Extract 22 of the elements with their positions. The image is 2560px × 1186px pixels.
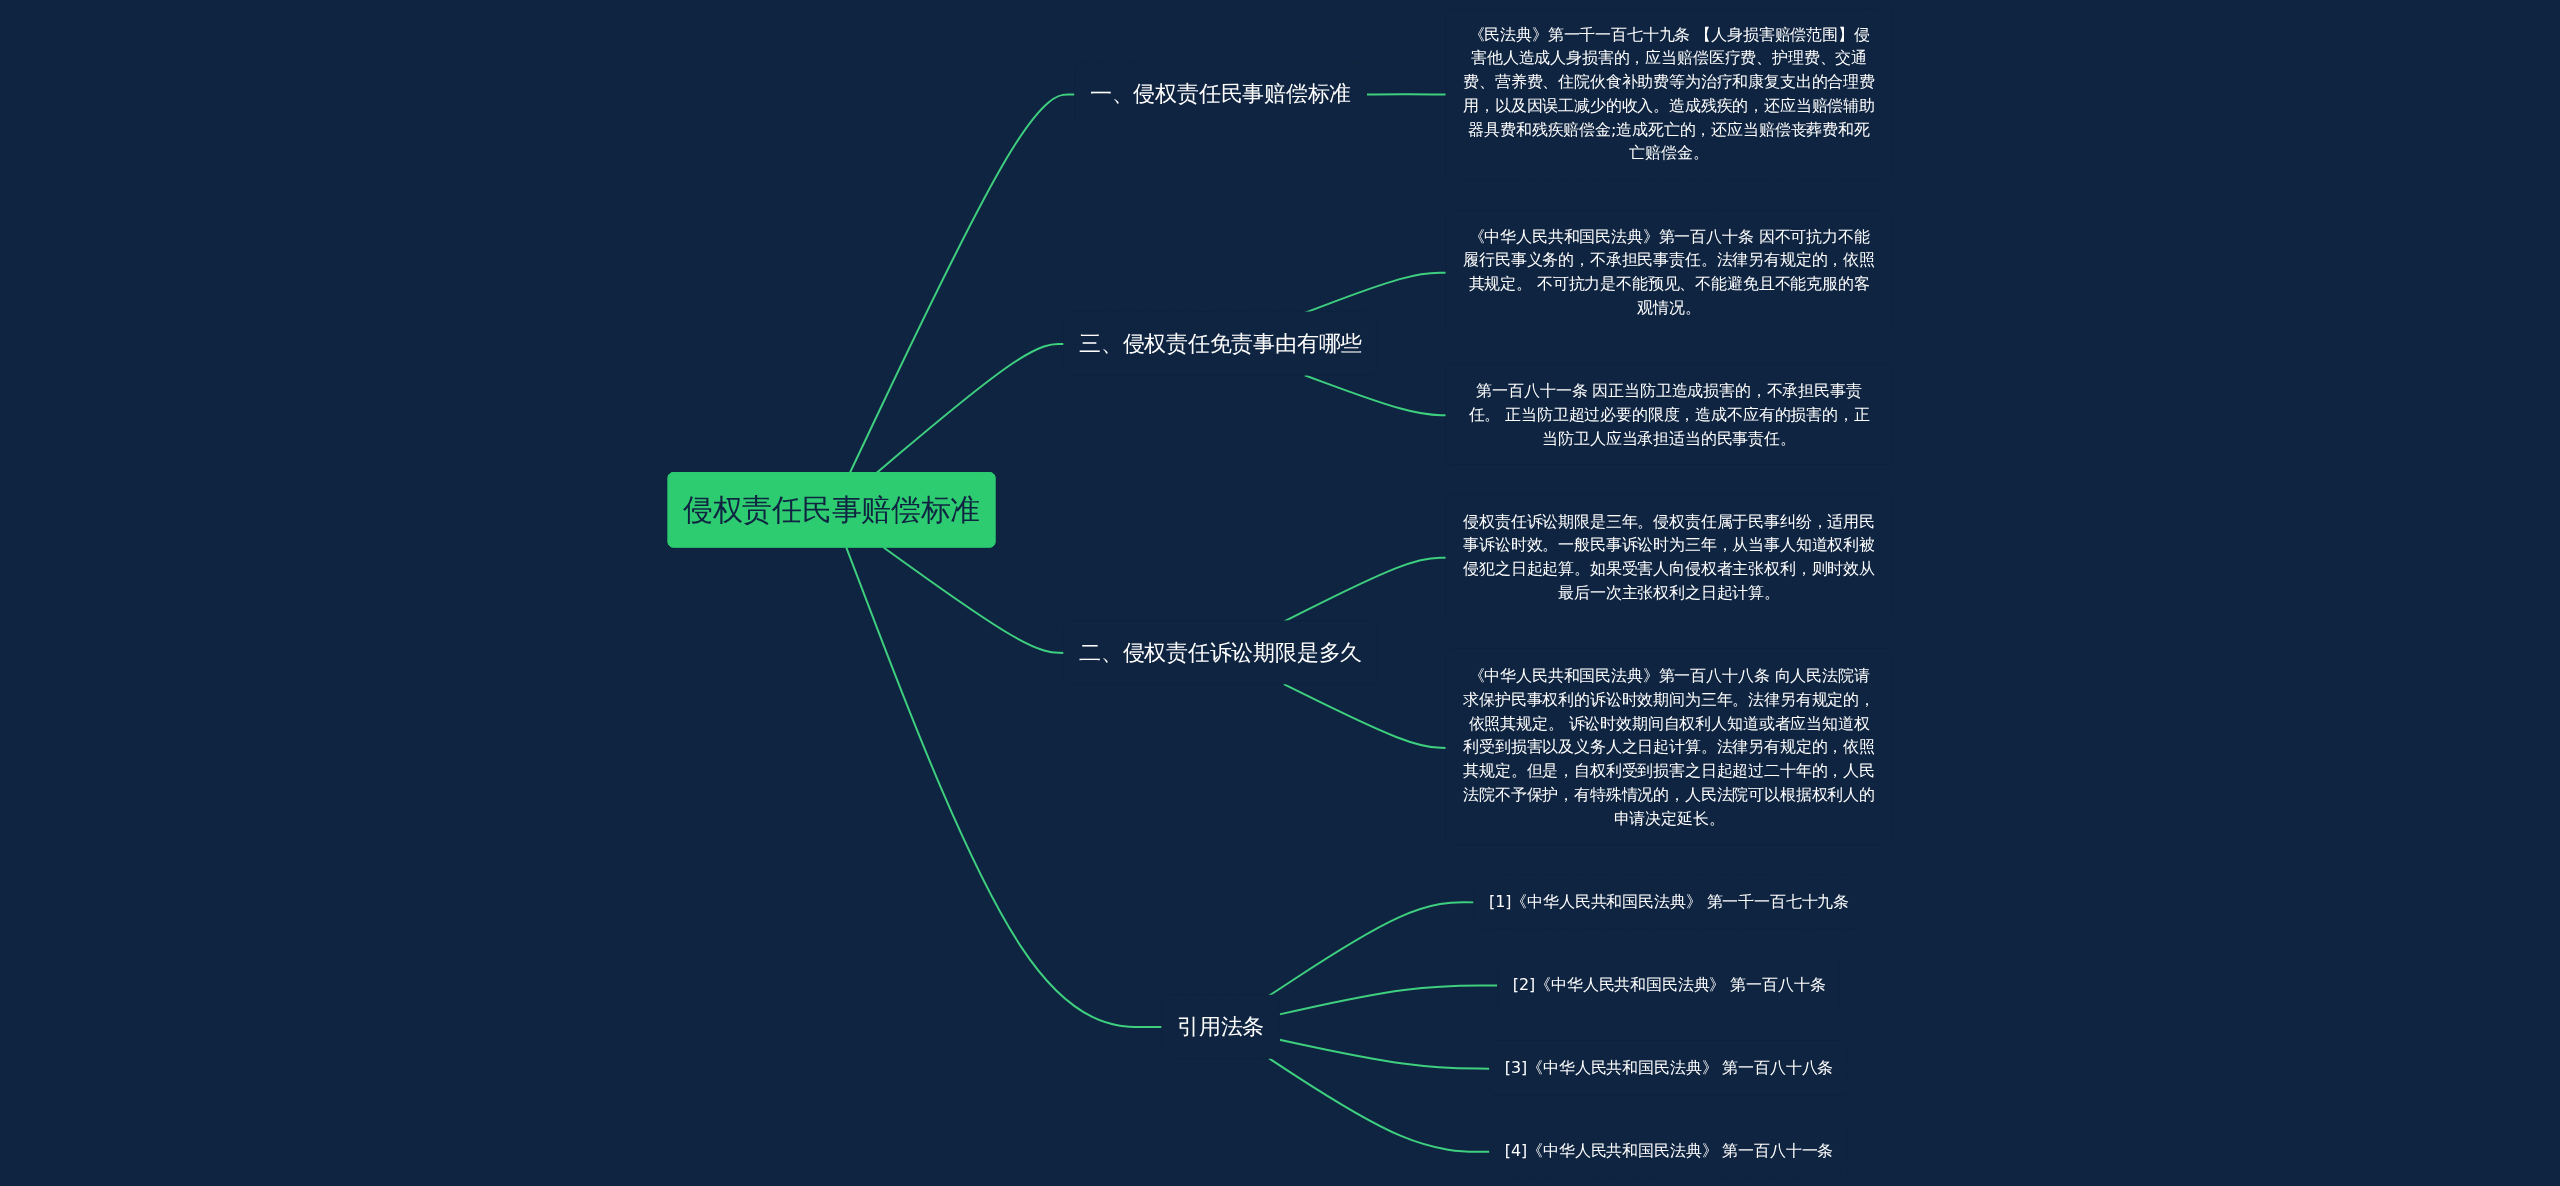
node-text: 《中华人民共和国民法典》第一百八十八条 向人民法院请求保护民事权利的诉讼时效期间为三年。法律另有规定的，依照其规定。 诉讼时效期间自权利人知道或者应当知道权利受到损害以及义务人之日起计算。法律另有规定的，依照其规定。但是，自权利受到损害之日起超过二十年的，人民法院不予保护，有特殊情况的，人民法院可以根据权利人的申请决定延长。 <box>1463 666 1875 828</box>
connector <box>1282 556 1448 623</box>
connector <box>1267 901 1476 997</box>
connector <box>882 546 1066 654</box>
connector <box>1267 1057 1492 1153</box>
connector <box>1303 374 1448 417</box>
connector <box>1278 1038 1492 1070</box>
node-text: 引用法条 <box>1177 1014 1265 1039</box>
node-text: [2]《中华人民共和国民法典》 第一百八十条 <box>1512 975 1826 994</box>
node-text: 第一百八十一条 因正当防卫造成损害的，不承担民事责任。 正当防卫超过必要的限度，造成不应有的损害的，正当防卫人应当承担适当的民事责任。 <box>1468 381 1870 448</box>
node-text: 二、侵权责任诉讼期限是多久 <box>1079 640 1363 665</box>
node-text: 三、侵权责任免责事由有哪些 <box>1079 331 1363 356</box>
node-text: 《中华人民共和国民法典》第一百八十条 因不可抗力不能履行民事义务的，不承担民事责任。法律另有规定的，依照其规定。 不可抗力是不能预见、不能避免且不能克服的客观情况。 <box>1463 226 1875 317</box>
node-text: 《民法典》第一千一百七十九条 【人身损害赔偿范围】侵害他人造成人身损害的，应当赔偿医疗费、护理费、交通费、营养费、住院伙食补助费等为治疗和康复支出的合理费用，以及因误工减少的收入。造成残疾的，还应当赔偿辅助器具费和残疾赔偿金;造成死亡的，还应当赔偿丧葬费和死亡赔偿金。 <box>1463 24 1875 163</box>
node-text: [4]《中华人民共和国民法典》 第一百八十一条 <box>1504 1141 1834 1161</box>
connector <box>1282 683 1448 749</box>
connector <box>845 546 1164 1029</box>
node-text: 侵权责任诉讼期限是三年。侵权责任属于民事纠纷，适用民事诉讼时效。一般民事诉讼时为三年，从当事人知道权利被侵犯之日起起算。如果受害人向侵权者主张权利，则时效从最后一次主张权利之日起计算。 <box>1463 511 1875 602</box>
node-text: 一、侵权责任民事赔偿标准 <box>1089 81 1352 107</box>
node-text: [1]《中华人民共和国民法典》 第一千一百七十九条 <box>1489 891 1850 911</box>
connector <box>1365 93 1448 96</box>
node-text: [3]《中华人民共和国民法典》 第一百八十八条 <box>1504 1058 1834 1078</box>
